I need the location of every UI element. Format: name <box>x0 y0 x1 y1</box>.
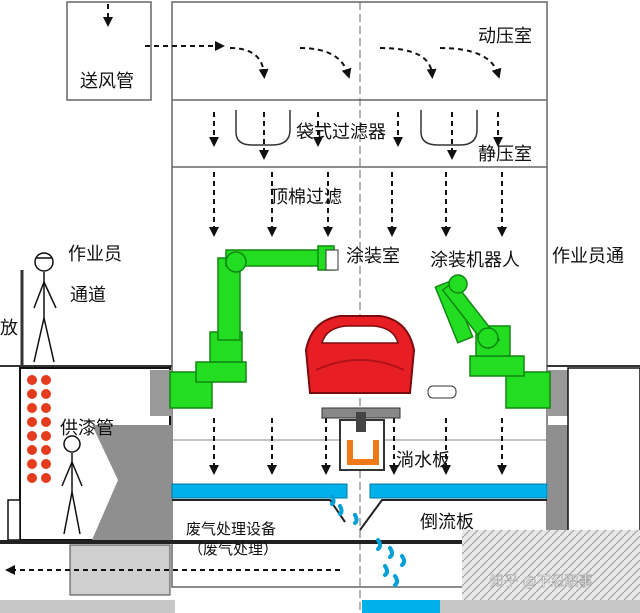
label-reflux-board: 倒流板 <box>420 512 474 533</box>
label-static-chamber: 静压室 <box>478 144 532 165</box>
label-water-board: 淌水板 <box>396 450 450 471</box>
label-operator-left: 作业员 <box>68 244 122 265</box>
airflow-arrows <box>5 4 507 575</box>
operator-figure-top <box>33 252 57 363</box>
label-robot: 涂装机器人 <box>430 250 520 271</box>
base-left <box>0 600 175 613</box>
left-wall-pillar <box>150 370 172 416</box>
bag-filter-left <box>235 110 291 146</box>
label-channel-left: 通道 <box>70 285 106 306</box>
water-trough-left <box>171 483 348 499</box>
robot-right-spray-gun <box>427 385 457 399</box>
ground-hatch <box>462 530 640 613</box>
label-fang: 放 <box>0 318 18 339</box>
left-support-wedge <box>92 425 172 540</box>
conveyor-hanger <box>339 412 385 471</box>
left-floor-line <box>0 365 172 367</box>
paint-dots <box>27 375 51 483</box>
label-spray-room: 涂装室 <box>346 246 400 267</box>
car-body <box>304 315 416 394</box>
operator-figure-bottom <box>61 435 83 535</box>
label-air-duct: 送风管 <box>80 71 134 92</box>
label-operator-channel-right: 作业员通 <box>552 246 624 267</box>
water-drops <box>330 494 406 587</box>
lower-duct <box>0 540 462 544</box>
label-bag-filter: 袋式过滤器 <box>296 122 386 143</box>
label-exhaust-device: 废气处理设备 <box>186 520 276 538</box>
reflux-board-right <box>359 499 547 531</box>
right-cabinet <box>567 367 640 539</box>
right-wall-pillar <box>547 370 569 416</box>
water-trough-right <box>369 483 548 499</box>
base-right <box>430 600 640 613</box>
label-top-cotton: 顶棉过滤 <box>270 187 342 208</box>
right-floor-line <box>547 365 640 367</box>
left-frame <box>7 499 21 541</box>
robot-left-spray-gun <box>325 249 339 271</box>
watermark: 知乎 @不忍职事 <box>490 573 592 590</box>
exhaust-outlet <box>362 600 440 613</box>
label-paint-pipe: 供漆管 <box>60 418 114 439</box>
reflux-board-left <box>172 499 346 523</box>
bag-filter-right <box>420 110 478 146</box>
label-dynamic-chamber: 动压室 <box>478 26 532 47</box>
label-exhaust-process: （废气处理） <box>188 540 278 558</box>
robot-right <box>434 274 551 409</box>
